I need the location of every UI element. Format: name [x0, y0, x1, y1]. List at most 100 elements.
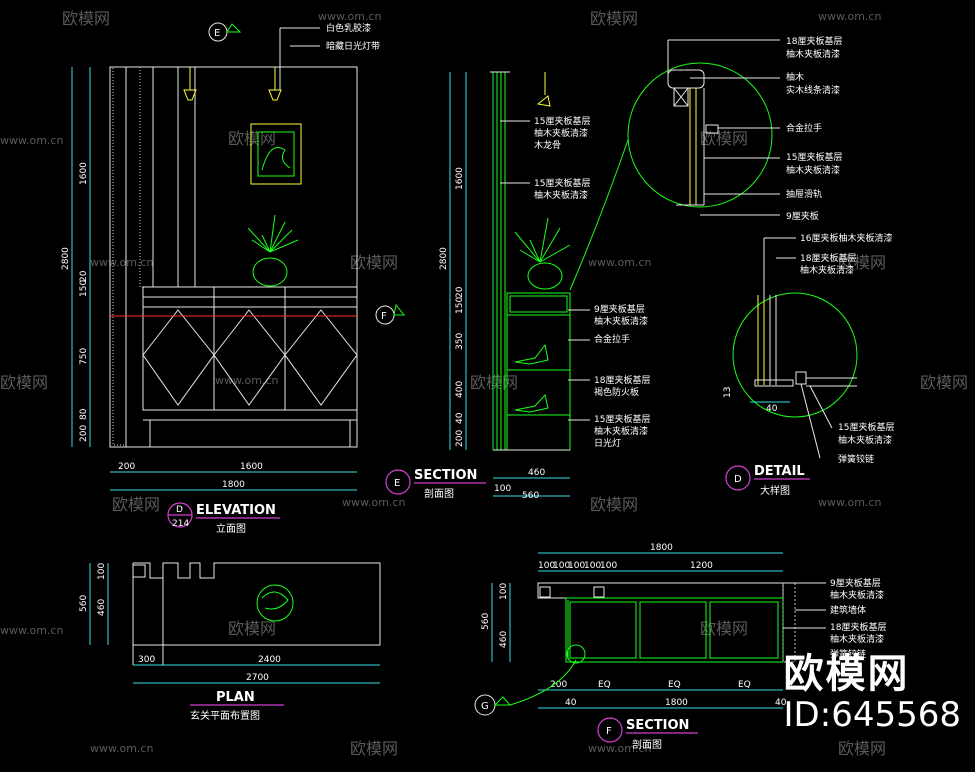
callout-label: 15厘夹板基层 [534, 115, 590, 127]
vase-icon [527, 262, 563, 290]
watermark-url: www.om.cn [342, 496, 405, 509]
elevation-outline [109, 66, 358, 448]
dim-label: 1600 [79, 162, 89, 185]
title-marker [385, 469, 411, 495]
watermark-url: www.om.cn [588, 256, 651, 269]
watermark-brand: 欧模网 [920, 373, 968, 392]
dim-label: 100 [553, 561, 570, 571]
pendant-lamp-icon [536, 95, 551, 107]
callout-label: 实木线条清漆 [786, 84, 840, 96]
dim-label: 460 [528, 468, 545, 478]
watermark-brand: 欧模网 [112, 495, 160, 514]
title-marker-letter: D [734, 474, 742, 485]
callout-label: 合金拉手 [786, 122, 822, 134]
elevation-view: 2800 1600 150 20 750 80 200 200 1600 180… [61, 22, 406, 535]
callout-label: 柚木夹板清漆 [594, 425, 648, 437]
dim-label: 80 [79, 408, 89, 420]
callout-label: 18厘夹板基层 [800, 252, 856, 264]
dim-label: EQ [668, 680, 681, 690]
dim-label: 2800 [61, 247, 71, 270]
callout-label: 9厘夹板 [786, 210, 819, 222]
callout-label: 褐色防火板 [594, 386, 639, 398]
dim-label: 1800 [222, 480, 245, 490]
title-marker [725, 465, 751, 491]
dim-label: 200 [118, 462, 135, 472]
brand-logo: 欧模网 ID:645568 [784, 652, 961, 734]
callout-label: 9厘夹板基层 [830, 577, 881, 589]
view-title: DETAIL [754, 464, 805, 479]
callout-label: 合金拉手 [594, 333, 630, 345]
dim-label: 1200 [690, 561, 713, 571]
callout-label: 柚木夹板清漆 [800, 264, 854, 276]
dim-label: 40 [565, 698, 577, 708]
logo-id-text: ID:645568 [783, 695, 961, 735]
dim-label: 200 [455, 430, 465, 447]
callout-label: 柚木夹板清漆 [534, 189, 588, 201]
callout-label: 白色乳胶漆 [326, 22, 371, 34]
plant-icon [514, 217, 571, 263]
dim-label: 560 [481, 613, 491, 630]
callout-label: 暗藏日光灯带 [326, 40, 380, 52]
detail-leader [569, 139, 629, 291]
dim-label: 100 [499, 583, 509, 600]
callout-label: 柚木夹板清漆 [534, 127, 588, 139]
callout-label: 15厘夹板基层 [786, 151, 842, 163]
watermark-brand: 欧模网 [350, 739, 398, 758]
watermark-url: www.om.cn [818, 496, 881, 509]
plan-outline [132, 562, 381, 646]
watermark-brand: 欧模网 [838, 253, 886, 272]
watermark-url: www.om.cn [588, 742, 651, 755]
callout-label: 柚木夹板清漆 [786, 164, 840, 176]
watermark-url: www.om.cn [818, 10, 881, 23]
callout-label: 柚木夹板清漆 [830, 589, 884, 601]
view-subtitle: 立面图 [216, 522, 246, 535]
plan-view: 560 100 460 300 2400 2700 PLAN 玄关平面布置图 [79, 562, 381, 722]
elevation-stone-strip [139, 66, 154, 288]
dim-label: 200 [79, 425, 89, 442]
dim-label: 460 [97, 599, 107, 616]
dim-label: 40 [775, 698, 787, 708]
view-title: SECTION [626, 718, 689, 733]
section-marker-label: G [481, 701, 489, 712]
callout-label: 15厘夹板基层 [838, 421, 894, 433]
plan-plant-icon [256, 584, 294, 622]
dim-label: 400 [455, 381, 465, 398]
watermark-brand: 欧模网 [590, 9, 638, 28]
elevation-cabinet [142, 306, 358, 411]
callout-label: 9厘夹板基层 [594, 303, 645, 315]
detail-circle [627, 62, 773, 208]
dim-label: 13 [723, 387, 733, 398]
dim-label: 40 [455, 412, 465, 424]
section-e-view: 2800 1600 20 150 350 400 40 200 460 100 … [385, 71, 650, 501]
dim-label: EQ [598, 680, 611, 690]
dim-label: 100 [494, 484, 511, 494]
dim-label: 560 [79, 595, 89, 612]
picture-art [257, 131, 295, 177]
callout-label: 木龙骨 [534, 139, 561, 151]
dim-label: 100 [600, 561, 617, 571]
dim-label: 2400 [258, 655, 281, 665]
callout-label: 15厘夹板基层 [534, 177, 590, 189]
dim-label: 300 [138, 655, 155, 665]
dim-label: 150 [455, 297, 465, 314]
section-marker-label: F [381, 311, 387, 322]
callout-label: 柚木夹板清漆 [838, 434, 892, 446]
view-title: SECTION [414, 468, 477, 483]
watermark-brand: 欧模网 [700, 129, 748, 148]
callout-label: 18厘夹板基层 [786, 35, 842, 47]
title-marker-letter: D [176, 505, 183, 515]
pendant-lamp-icon [183, 89, 197, 101]
title-marker-letter: F [606, 726, 612, 737]
dim-label: 100 [97, 563, 107, 580]
plant-icon [247, 214, 299, 253]
callout-label: 建筑墙体 [830, 604, 866, 616]
view-subtitle: 剖面图 [632, 738, 662, 751]
shoe-icon [514, 393, 549, 413]
dim-label: 1600 [240, 462, 263, 472]
dim-label: 1800 [665, 698, 688, 708]
watermark-url: www.om.cn [215, 374, 278, 387]
watermark-brand: 欧模网 [350, 253, 398, 272]
dim-label: 150 [79, 280, 89, 297]
dim-label: 100 [568, 561, 585, 571]
